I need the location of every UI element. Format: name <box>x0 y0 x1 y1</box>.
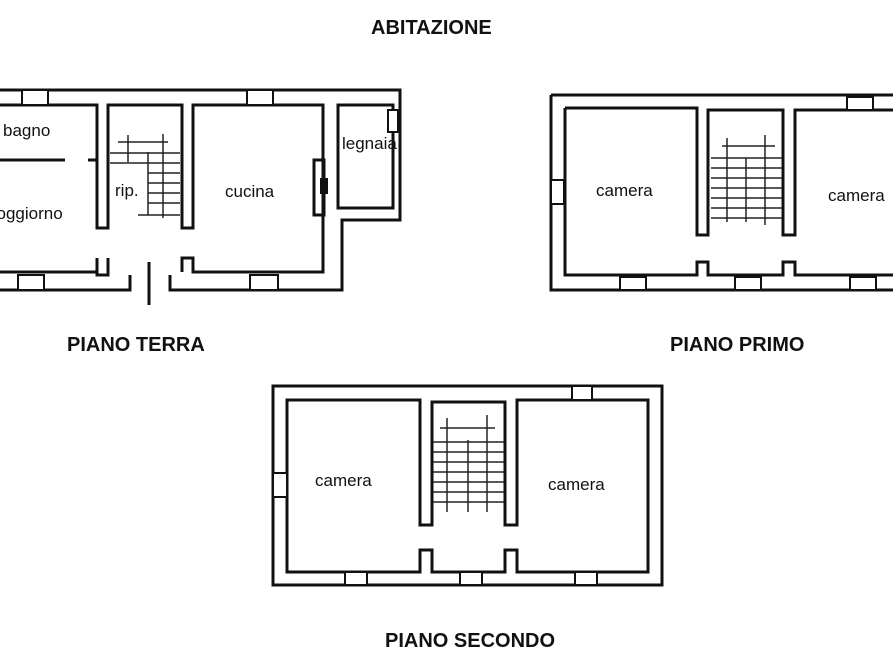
page-title: ABITAZIONE <box>371 17 492 39</box>
room-label: legnaia <box>342 134 397 153</box>
stair-icon <box>110 134 180 218</box>
room-label: rip. <box>115 181 139 200</box>
piano-secondo-plan <box>271 384 664 587</box>
floor-title: PIANO PRIMO <box>670 334 805 356</box>
room-label: camera <box>828 186 885 205</box>
piano-primo-plan <box>549 93 893 292</box>
room-label: cucina <box>225 182 275 201</box>
room-label: camera <box>315 471 372 490</box>
stair-icon <box>711 135 782 225</box>
stair-icon <box>433 415 504 512</box>
piano-terra-plan <box>0 88 402 305</box>
room-label: camera <box>596 181 653 200</box>
room-label: bagno <box>3 121 51 140</box>
room-label: camera <box>548 475 605 494</box>
room-label: soggiorno <box>0 204 63 223</box>
floor-title: PIANO TERRA <box>67 334 205 356</box>
floor-title: PIANO SECONDO <box>385 630 556 652</box>
